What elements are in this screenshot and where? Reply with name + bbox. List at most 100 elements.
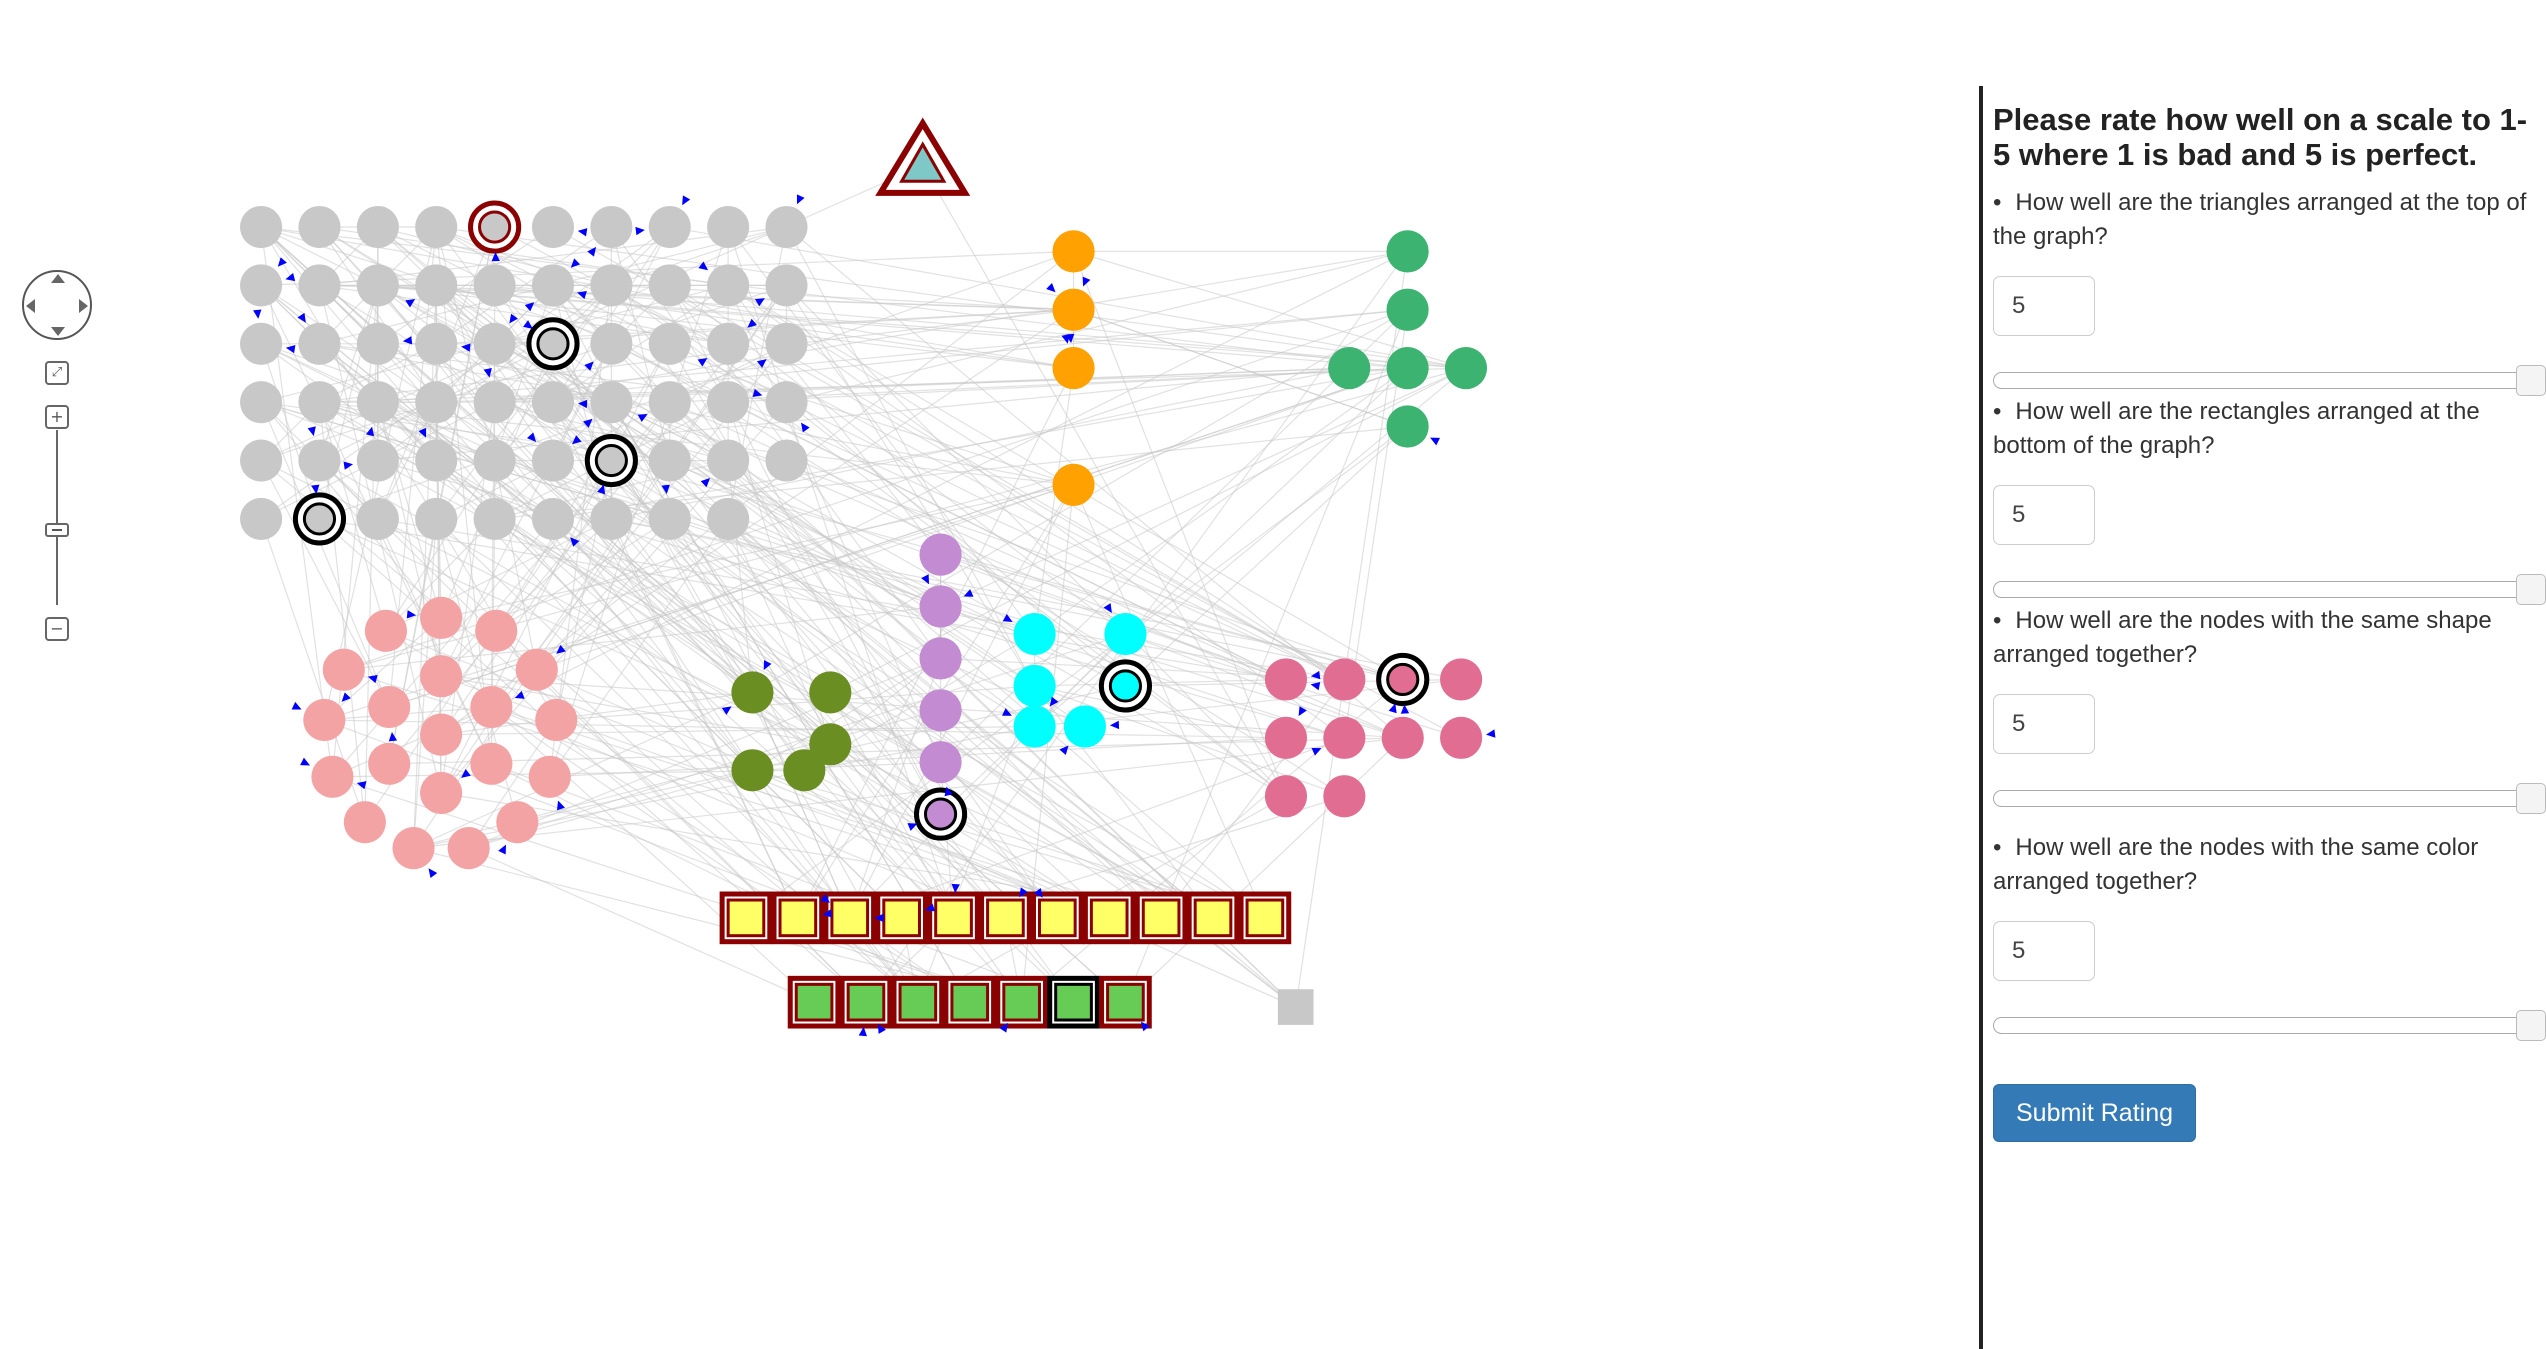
circle-node[interactable] xyxy=(392,827,435,870)
triangle-node[interactable] xyxy=(875,117,971,196)
circle-node[interactable] xyxy=(731,671,774,714)
circle-node[interactable] xyxy=(475,609,518,652)
circle-node[interactable] xyxy=(707,497,750,541)
circle-node[interactable] xyxy=(298,205,341,249)
fit-view-button[interactable]: ⤢ xyxy=(45,361,69,385)
rating-slider-1[interactable] xyxy=(1993,365,2546,396)
circle-node[interactable] xyxy=(473,381,516,424)
circle-node[interactable] xyxy=(420,596,463,639)
circle-node[interactable] xyxy=(515,648,558,691)
rectangle-node[interactable] xyxy=(875,891,928,945)
circle-node[interactable] xyxy=(809,671,852,714)
circle-node[interactable] xyxy=(590,205,633,249)
circle-node[interactable] xyxy=(731,749,774,792)
circle-node[interactable] xyxy=(1013,664,1056,708)
circle-node[interactable] xyxy=(1386,288,1429,331)
circle-node[interactable] xyxy=(919,637,962,680)
pan-left-icon[interactable] xyxy=(26,299,35,313)
slider-thumb[interactable] xyxy=(2516,783,2546,814)
circle-node[interactable] xyxy=(590,497,633,541)
circle-node[interactable] xyxy=(765,264,808,307)
circle-node[interactable] xyxy=(531,381,575,424)
circle-node[interactable] xyxy=(1323,716,1366,759)
circle-node[interactable] xyxy=(1063,705,1106,748)
pan-control[interactable] xyxy=(22,270,92,340)
circle-node[interactable] xyxy=(343,801,386,844)
rating-input-3[interactable] xyxy=(1993,694,2095,754)
circle-node[interactable] xyxy=(470,685,513,729)
circle-node[interactable] xyxy=(303,698,346,742)
submit-rating-button[interactable]: Submit Rating xyxy=(1993,1084,2197,1142)
circle-node[interactable] xyxy=(368,742,411,785)
circle-node[interactable] xyxy=(535,698,578,742)
circle-node[interactable] xyxy=(420,655,463,698)
circle-node[interactable] xyxy=(809,723,852,766)
zoom-slider-track[interactable] xyxy=(56,430,58,605)
circle-node[interactable] xyxy=(707,205,750,249)
circle-node[interactable] xyxy=(648,322,691,365)
circle-node[interactable] xyxy=(648,205,691,249)
circle-node[interactable] xyxy=(707,439,750,482)
circle-node[interactable] xyxy=(298,439,341,482)
rectangle-node[interactable] xyxy=(719,891,773,945)
circle-node[interactable] xyxy=(1264,775,1308,818)
circle-node[interactable] xyxy=(1440,716,1483,759)
circle-node[interactable] xyxy=(470,742,513,785)
circle-node[interactable] xyxy=(420,713,463,756)
circle-node[interactable] xyxy=(1052,288,1095,331)
circle-node[interactable] xyxy=(322,648,365,691)
circle-node[interactable] xyxy=(496,801,539,844)
rating-slider-2[interactable] xyxy=(1993,574,2546,605)
circle-node[interactable] xyxy=(415,205,458,249)
pan-up-icon[interactable] xyxy=(51,274,65,283)
circle-node[interactable] xyxy=(292,492,347,546)
circle-node[interactable] xyxy=(590,322,633,365)
circle-node[interactable] xyxy=(415,381,458,424)
rectangle-node[interactable] xyxy=(1186,891,1240,945)
circle-node[interactable] xyxy=(765,205,808,249)
circle-node[interactable] xyxy=(447,827,490,870)
circle-node[interactable] xyxy=(1440,658,1483,701)
rating-input-2[interactable] xyxy=(1993,485,2095,545)
circle-node[interactable] xyxy=(1104,612,1147,656)
circle-node[interactable] xyxy=(590,381,633,424)
circle-node[interactable] xyxy=(356,205,399,249)
circle-node[interactable] xyxy=(356,264,399,307)
circle-node[interactable] xyxy=(765,439,808,482)
circle-node[interactable] xyxy=(473,264,516,307)
circle-node[interactable] xyxy=(240,322,283,365)
circle-node[interactable] xyxy=(590,264,633,307)
circle-node[interactable] xyxy=(473,439,516,482)
rectangle-node[interactable] xyxy=(1277,989,1314,1025)
circle-node[interactable] xyxy=(1052,230,1095,273)
rectangle-node[interactable] xyxy=(1134,891,1188,945)
circle-node[interactable] xyxy=(298,322,341,365)
rectangle-node[interactable] xyxy=(979,891,1032,945)
circle-node[interactable] xyxy=(919,741,962,784)
circle-node[interactable] xyxy=(1323,658,1366,701)
rectangle-node[interactable] xyxy=(1030,891,1084,945)
circle-node[interactable] xyxy=(1386,347,1429,390)
circle-node[interactable] xyxy=(468,200,522,254)
circle-node[interactable] xyxy=(1323,775,1366,818)
zoom-slider-handle[interactable] xyxy=(45,523,69,537)
circle-node[interactable] xyxy=(1264,658,1308,701)
zoom-in-button[interactable]: + xyxy=(45,405,69,429)
rectangle-node[interactable] xyxy=(771,891,825,945)
rectangle-node[interactable] xyxy=(1099,975,1152,1029)
circle-node[interactable] xyxy=(1098,659,1153,713)
graph-canvas[interactable]: ⤢ + − xyxy=(0,0,1975,1349)
rectangle-node[interactable] xyxy=(891,975,945,1029)
circle-node[interactable] xyxy=(648,264,691,307)
circle-node[interactable] xyxy=(1013,705,1056,748)
rating-input-1[interactable] xyxy=(1993,276,2095,336)
circle-node[interactable] xyxy=(473,497,516,541)
circle-node[interactable] xyxy=(648,439,691,482)
circle-node[interactable] xyxy=(415,497,458,541)
circle-node[interactable] xyxy=(415,439,458,482)
zoom-out-button[interactable]: − xyxy=(45,617,69,641)
circle-node[interactable] xyxy=(420,771,463,815)
circle-node[interactable] xyxy=(648,497,691,541)
circle-node[interactable] xyxy=(919,689,962,732)
circle-node[interactable] xyxy=(1386,230,1429,273)
